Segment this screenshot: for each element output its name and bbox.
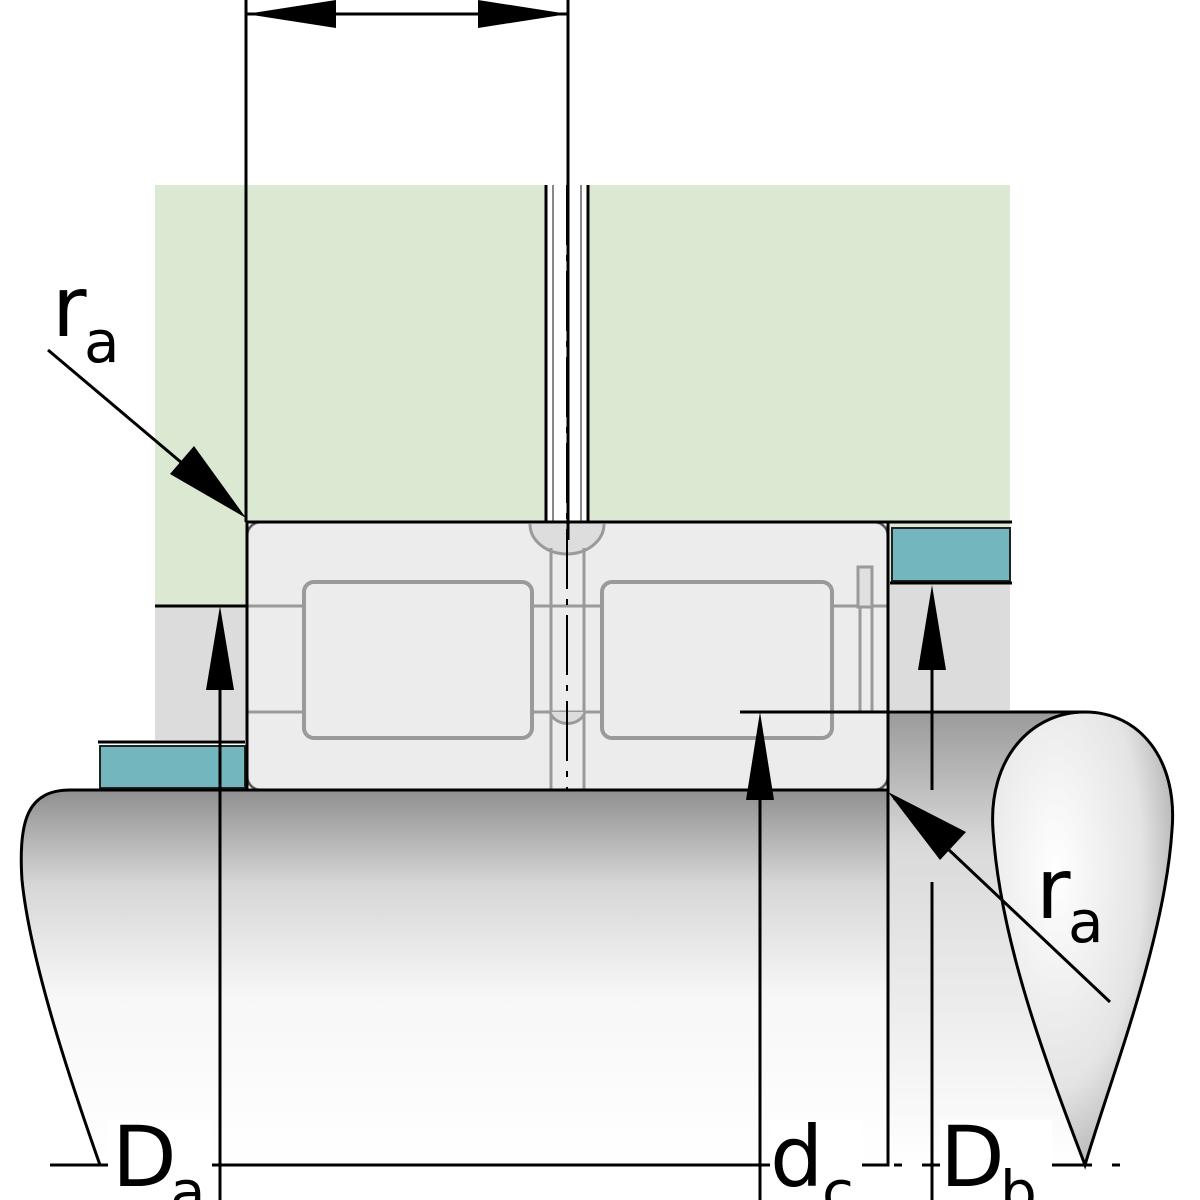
shaft xyxy=(19,788,890,1167)
Db-sub: b xyxy=(1000,1158,1037,1200)
ra-right-sub: a xyxy=(1068,888,1104,956)
housing-shoulder xyxy=(155,606,247,740)
housing-right-gray xyxy=(888,585,1010,710)
dc-arrow xyxy=(746,712,774,800)
Db-arrow xyxy=(918,585,946,670)
snap-ring xyxy=(856,565,874,609)
ra-right-main: r xyxy=(1036,840,1071,938)
dc-main: d xyxy=(770,1108,823,1200)
label-ra-top: r a xyxy=(52,258,120,376)
dc-sub: c xyxy=(822,1158,854,1200)
ra-top-arrow xyxy=(170,446,246,518)
spacer-ring-top-right xyxy=(891,527,1011,582)
roller-right xyxy=(600,580,834,740)
label-Db: D b xyxy=(940,1108,1052,1200)
Da-arrow xyxy=(206,606,234,690)
label-Da: D a xyxy=(108,1108,212,1200)
ra-top-main: r xyxy=(52,258,87,356)
label-ra-right: r a xyxy=(1036,840,1104,956)
arrow-left xyxy=(246,0,336,28)
Da-main: D xyxy=(112,1108,177,1200)
Db-main: D xyxy=(940,1108,1005,1200)
ra-top-sub: a xyxy=(84,308,120,376)
roller-left xyxy=(302,580,534,740)
label-dc: d c xyxy=(770,1108,862,1200)
arrow-right xyxy=(478,0,568,28)
Da-sub: a xyxy=(170,1158,206,1200)
ra-right-arrow xyxy=(888,792,966,860)
spacer-ring-bottom-left xyxy=(99,745,246,789)
